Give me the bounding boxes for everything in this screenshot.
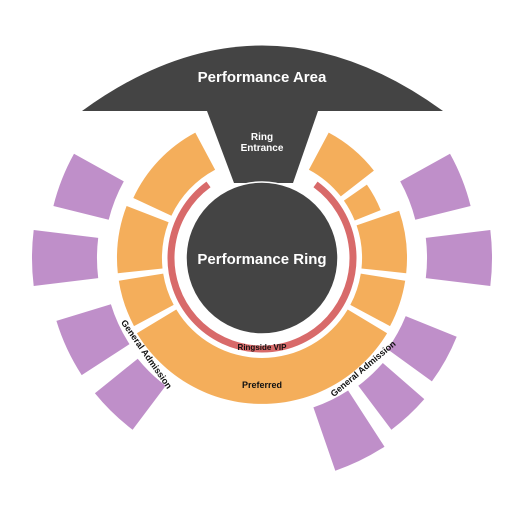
ga-section-left-1[interactable] <box>53 153 124 220</box>
preferred-section-left-4[interactable] <box>118 273 174 327</box>
ga-section-right-5[interactable] <box>313 390 385 471</box>
performance-area[interactable] <box>82 45 443 112</box>
ringside-vip-label: Ringside VIP <box>238 343 288 352</box>
ga-section-left-5[interactable] <box>94 358 166 430</box>
preferred-section-right-1[interactable] <box>308 132 374 197</box>
preferred-label: Preferred <box>242 380 282 390</box>
ringside-vip-section[interactable] <box>167 181 357 353</box>
performance-ring[interactable] <box>185 181 339 335</box>
ring-entrance-label-line2: Entrance <box>241 143 284 154</box>
ring-entrance[interactable] <box>207 111 318 183</box>
ring-entrance-label-line1: Ring <box>251 132 273 143</box>
performance-area-label: Performance Area <box>198 69 327 86</box>
preferred-section-left-1[interactable] <box>133 132 216 216</box>
ga-section-right-2[interactable] <box>425 230 493 286</box>
preferred-section-right-2[interactable] <box>343 184 381 221</box>
preferred-section-left-3[interactable] <box>116 206 169 274</box>
performance-ring-label: Performance Ring <box>197 251 326 268</box>
ga-section-right-4[interactable] <box>358 363 425 430</box>
preferred-section-right-4[interactable] <box>350 273 406 327</box>
ga-section-left-4[interactable] <box>56 304 130 376</box>
ga-section-right-1[interactable] <box>400 153 471 220</box>
ga-section-right-3[interactable] <box>387 316 457 382</box>
ga-section-left-2[interactable] <box>31 230 99 286</box>
preferred-section-right-3[interactable] <box>356 210 407 274</box>
preferred-section-bottom[interactable] <box>136 309 388 404</box>
